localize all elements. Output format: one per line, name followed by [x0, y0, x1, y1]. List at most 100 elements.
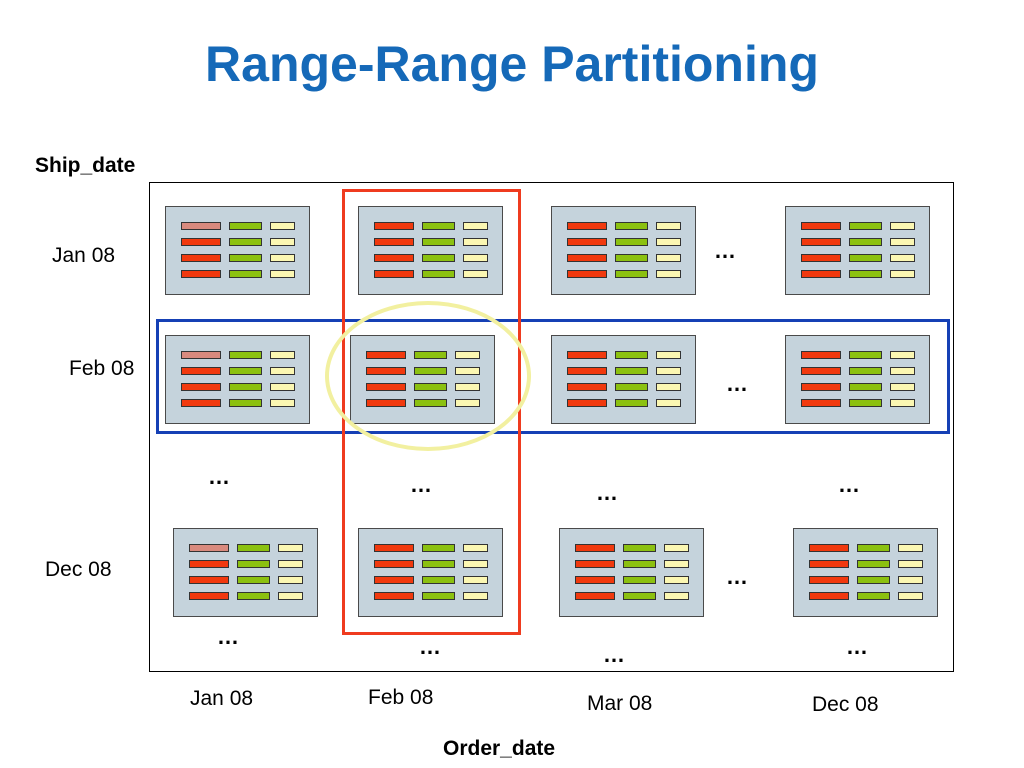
record-bar — [463, 270, 488, 278]
record-bar — [615, 399, 648, 407]
record-bar — [656, 367, 681, 375]
record-bar — [374, 222, 414, 230]
partition-cell — [358, 528, 503, 617]
record-bar — [567, 270, 607, 278]
record-bar — [656, 383, 681, 391]
record-bar — [567, 399, 607, 407]
record-bar — [189, 544, 229, 552]
x-axis-title: Order_date — [443, 737, 556, 760]
partition-cell — [785, 206, 930, 295]
record-bar — [278, 592, 303, 600]
record-bar — [575, 560, 615, 568]
record-bar — [229, 238, 262, 246]
record-bar — [898, 560, 923, 568]
record-bar — [898, 544, 923, 552]
record-bar — [857, 576, 890, 584]
record-bar — [849, 351, 882, 359]
partition-cell — [559, 528, 704, 617]
record-bar — [849, 238, 882, 246]
ellipsis-row-jan: … — [714, 238, 737, 263]
record-bar — [890, 351, 915, 359]
record-bar — [422, 544, 455, 552]
record-bar — [623, 592, 656, 600]
ellipsis-row-dec: … — [726, 564, 749, 589]
record-bar — [623, 560, 656, 568]
record-bar — [857, 544, 890, 552]
partition-cell — [165, 335, 310, 424]
record-bar — [278, 560, 303, 568]
record-bar — [229, 367, 262, 375]
record-bar — [270, 222, 295, 230]
ellipsis-gap-col1: … — [208, 464, 231, 489]
record-bar — [809, 560, 849, 568]
record-bar — [890, 399, 915, 407]
record-bar — [623, 576, 656, 584]
record-bar — [181, 383, 221, 391]
record-bar — [567, 383, 607, 391]
record-bar — [189, 576, 229, 584]
record-bar — [181, 222, 221, 230]
record-bar — [801, 222, 841, 230]
record-bar — [567, 222, 607, 230]
record-bar — [801, 254, 841, 262]
col-label-jan08: Jan 08 — [190, 687, 254, 710]
record-bar — [229, 222, 262, 230]
record-bar — [181, 351, 221, 359]
record-bar — [374, 560, 414, 568]
record-bar — [857, 560, 890, 568]
record-bar — [615, 270, 648, 278]
ellipsis-below-col4: … — [846, 634, 869, 659]
record-bar — [890, 367, 915, 375]
record-bar — [801, 399, 841, 407]
record-bar — [422, 238, 455, 246]
record-bar — [801, 238, 841, 246]
record-bar — [890, 222, 915, 230]
ellipsis-below-col2: … — [419, 634, 442, 659]
record-bar — [422, 592, 455, 600]
col-label-mar08: Mar 08 — [587, 692, 653, 715]
record-bar — [374, 270, 414, 278]
record-bar — [623, 544, 656, 552]
partition-cell — [165, 206, 310, 295]
record-bar — [181, 399, 221, 407]
record-bar — [615, 367, 648, 375]
row-label-jan08: Jan 08 — [52, 244, 116, 267]
record-bar — [374, 238, 414, 246]
record-bar — [278, 576, 303, 584]
record-bar — [890, 383, 915, 391]
record-bar — [237, 576, 270, 584]
record-bar — [890, 254, 915, 262]
record-bar — [567, 351, 607, 359]
record-bar — [615, 254, 648, 262]
record-bar — [567, 238, 607, 246]
record-bar — [463, 238, 488, 246]
slide-title: Range-Range Partitioning — [205, 36, 819, 92]
record-bar — [575, 544, 615, 552]
record-bar — [615, 383, 648, 391]
record-bar — [270, 351, 295, 359]
record-bar — [615, 351, 648, 359]
record-bar — [229, 383, 262, 391]
record-bar — [237, 592, 270, 600]
record-bar — [181, 270, 221, 278]
record-bar — [229, 270, 262, 278]
col-label-feb08: Feb 08 — [368, 686, 434, 709]
record-bar — [898, 576, 923, 584]
partition-grid-frame — [149, 182, 954, 672]
ellipsis-gap-col4: … — [838, 472, 861, 497]
record-bar — [656, 254, 681, 262]
record-bar — [801, 351, 841, 359]
partition-cell — [551, 335, 696, 424]
record-bar — [229, 351, 262, 359]
record-bar — [374, 576, 414, 584]
record-bar — [237, 544, 270, 552]
record-bar — [270, 270, 295, 278]
ellipsis-row-feb: … — [726, 371, 749, 396]
highlight-intersection-ellipse — [325, 301, 531, 451]
record-bar — [189, 592, 229, 600]
record-bar — [463, 222, 488, 230]
record-bar — [801, 383, 841, 391]
partition-cell — [551, 206, 696, 295]
record-bar — [849, 367, 882, 375]
record-bar — [890, 238, 915, 246]
